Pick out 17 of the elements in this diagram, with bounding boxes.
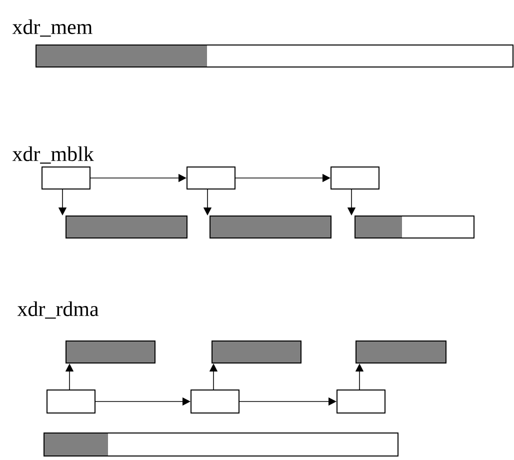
section-title: xdr_mblk xyxy=(12,146,94,164)
buffer-bar xyxy=(212,340,302,364)
pointer-box xyxy=(336,389,386,414)
buffer-bar xyxy=(66,216,188,238)
section-title: xdr_mem xyxy=(12,19,92,37)
pointer-box xyxy=(186,166,236,190)
buffer-bar xyxy=(354,216,474,238)
buffer-bar xyxy=(356,340,446,364)
section-title: xdr_rdma xyxy=(17,301,99,319)
buffer-bar xyxy=(44,432,398,456)
pointer-box xyxy=(42,166,90,190)
pointer-box xyxy=(190,389,240,414)
pointer-box xyxy=(330,166,380,190)
pointer-box xyxy=(46,389,96,414)
buffer-bar xyxy=(210,216,332,238)
buffer-bar xyxy=(66,340,156,364)
buffer-bar xyxy=(36,44,514,68)
